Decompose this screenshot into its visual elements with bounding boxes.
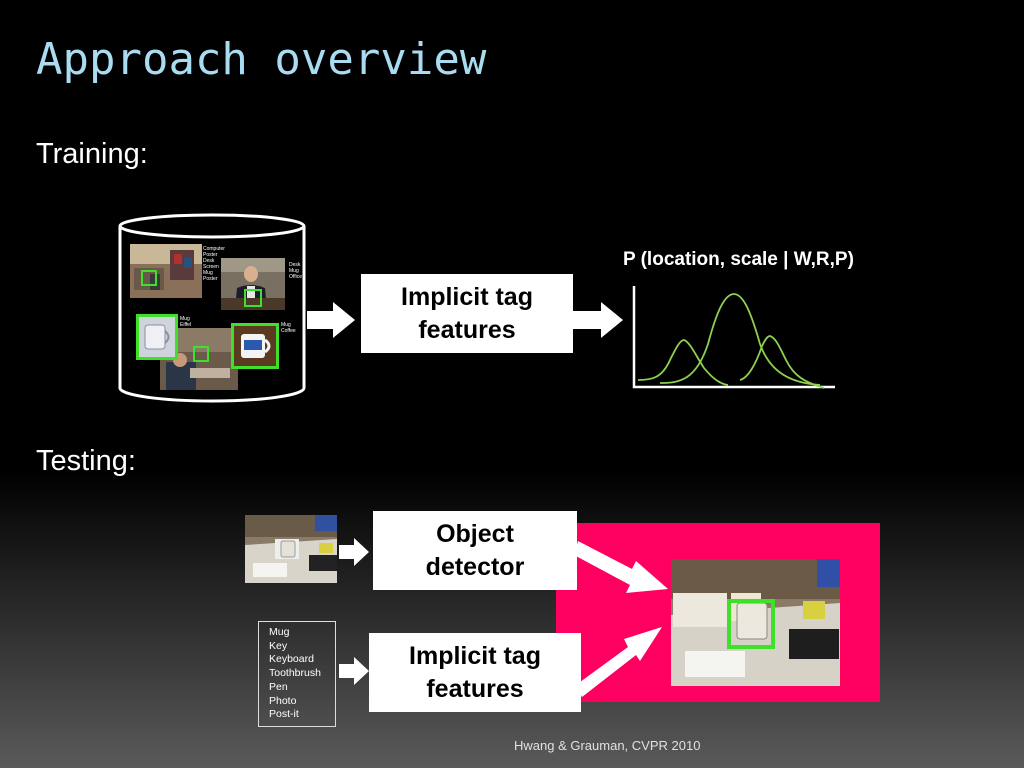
detection-box [244,289,262,307]
training-implicit-tag-features-box: Implicit tag features [361,274,573,353]
detection-box [141,270,157,286]
test-output-image [671,559,840,686]
mug-training-crop-1 [136,314,178,360]
tag-item: Pen [269,680,288,693]
detection-box [727,599,775,649]
arrow-right-icon [307,302,355,338]
arrow-up-right-icon [576,627,662,697]
tag-list-4: Mug Coffee [281,322,296,334]
object-detector-label: Object detector [425,519,525,581]
training-label: Training: [36,138,148,170]
arrow-down-right-icon [574,541,668,593]
distribution-label: P (location, scale | W,R,P) [623,249,854,270]
tag-item: Mug [269,626,290,638]
tag-item: Post-it [269,708,299,721]
tag-list-1: Computer Poster Desk Screen Mug Poster [203,246,225,282]
detection-box [193,346,209,362]
arrow-right-icon [573,302,623,338]
location-scale-distribution-plot [632,286,835,389]
mug-training-crop-2 [231,323,279,369]
citation-footer: Hwang & Grauman, CVPR 2010 [514,738,701,753]
tag-item: Photo [269,694,297,707]
testing-implicit-tag-features-box: Implicit tag features [369,633,581,712]
merge-arrows [574,541,668,697]
training-feature-box-label: Implicit tag features [401,282,533,344]
arrow-right-icon [339,538,369,566]
tag-list-2: Desk Mug Office [289,262,302,280]
tag-item: Key [269,639,288,652]
test-input-image [245,515,337,583]
arrow-right-icon [339,657,369,685]
slide-title: Approach overview [36,34,487,85]
testing-label: Testing: [36,445,136,477]
tag-item: Keyboard [269,653,314,666]
test-tag-list: Mug Key Keyboard Toothbrush Pen Photo Po… [258,621,336,727]
tag-list-3: Mug Eiffel [180,316,192,328]
object-detector-box: Object detector [373,511,577,590]
training-image-man [221,258,285,310]
testing-feature-box-label: Implicit tag features [409,641,541,703]
tag-item: Toothbrush [269,667,321,680]
